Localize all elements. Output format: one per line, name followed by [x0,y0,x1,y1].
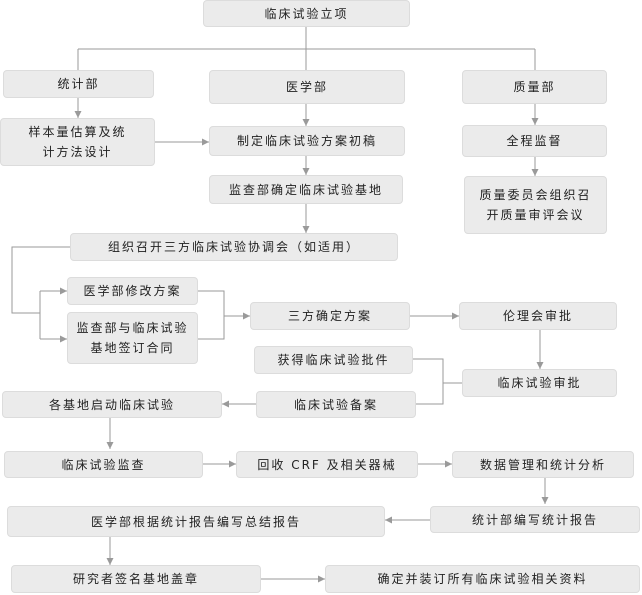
node-trial-approval: 临床试验审批 [462,369,617,397]
node-bind-documents: 确定并装订所有临床试验相关资料 [325,565,640,593]
connector-approval-bracket [413,358,462,405]
node-revise-protocol: 医学部修改方案 [67,277,198,305]
node-ethics-approval: 伦理会审批 [459,302,617,330]
node-medical-dept: 医学部 [209,70,405,104]
node-coordination-meeting: 组织召开三方临床试验协调会（如适用） [70,233,398,261]
connector-top-split [77,27,536,70]
connector-meeting-bracket [11,246,70,339]
node-trial-monitoring: 临床试验监查 [4,451,203,478]
node-trial-filing: 临床试验备案 [256,391,416,418]
node-full-supervision: 全程监督 [462,125,607,157]
node-obtain-approval: 获得临床试验批件 [254,346,413,374]
node-collect-crf: 回收 CRF 及相关器械 [236,451,418,478]
connector-revise-contract-merge [198,290,250,340]
node-sample-size: 样本量估算及统计方法设计 [0,118,155,166]
node-quality-committee: 质量委员会组织召开质量审评会议 [464,176,607,234]
node-draft-protocol: 制定临床试验方案初稿 [209,126,405,156]
node-site-start: 各基地启动临床试验 [2,391,222,418]
node-initiation: 临床试验立项 [203,0,410,27]
node-sign-contract: 监查部与临床试验基地签订合同 [67,312,198,364]
node-data-management: 数据管理和统计分析 [452,451,634,478]
node-finalize-protocol: 三方确定方案 [250,302,410,330]
node-stat-report: 统计部编写统计报告 [430,506,640,533]
node-summary-report: 医学部根据统计报告编写总结报告 [7,506,385,537]
node-statistics-dept: 统计部 [3,70,154,98]
node-quality-dept: 质量部 [462,70,607,104]
node-confirm-sites: 监查部确定临床试验基地 [209,175,403,204]
node-investigator-sign: 研究者签名基地盖章 [11,565,261,593]
